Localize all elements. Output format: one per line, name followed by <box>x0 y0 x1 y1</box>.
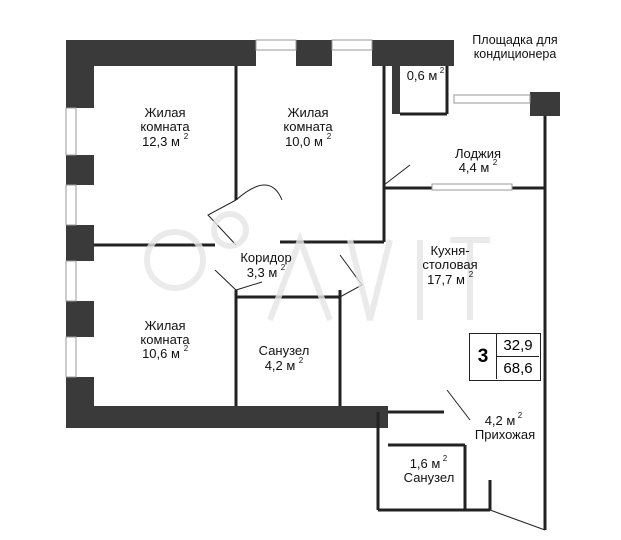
svg-text:комната: комната <box>283 119 333 134</box>
total-area: 68,6 <box>503 359 533 377</box>
room-count: 3 <box>470 334 497 379</box>
svg-text:столовая: столовая <box>422 257 477 272</box>
svg-text:4,2 м: 4,2 м <box>485 413 516 428</box>
svg-text:Жилая: Жилая <box>287 105 328 120</box>
svg-text:2: 2 <box>469 270 474 279</box>
exterior-walls <box>66 40 560 428</box>
ac-label-line2: кондиционера <box>473 47 557 61</box>
room-label-living1: Жилая комната 12,3 м 2 <box>140 105 190 149</box>
svg-text:2: 2 <box>440 66 445 75</box>
svg-text:0,6 м: 0,6 м <box>407 68 438 83</box>
svg-text:комната: комната <box>140 332 190 347</box>
room-label-living2: Жилая комната 10,0 м 2 <box>283 105 333 149</box>
svg-text:10,6 м: 10,6 м <box>142 346 180 361</box>
svg-text:2: 2 <box>443 454 448 463</box>
svg-text:Жилая: Жилая <box>144 105 185 120</box>
svg-text:2: 2 <box>299 356 304 365</box>
svg-text:Санузел: Санузел <box>404 470 455 485</box>
ac-platform-label: Площадка для кондиционера <box>455 33 575 61</box>
svg-text:10,0 м: 10,0 м <box>285 134 323 149</box>
svg-text:2: 2 <box>281 263 286 272</box>
room-label-bathroom: Санузел 4,2 м 2 <box>259 343 310 373</box>
svg-text:Лоджия: Лоджия <box>455 146 501 161</box>
windows <box>65 39 531 378</box>
room-label-ac-platform: 0,6 м 2 <box>407 66 445 83</box>
svg-text:2: 2 <box>327 132 332 141</box>
room-label-kitchen: Кухня- столовая 17,7 м 2 <box>422 243 477 287</box>
svg-text:4,4 м: 4,4 м <box>459 160 490 175</box>
watermark-avito <box>144 211 490 322</box>
apartment-summary: 3 32,9 68,6 <box>469 333 541 381</box>
room-label-loggia: Лоджия 4,4 м 2 <box>455 146 501 175</box>
living-area: 32,9 <box>497 334 539 357</box>
svg-text:2: 2 <box>518 411 523 420</box>
svg-text:комната: комната <box>140 119 190 134</box>
svg-text:2: 2 <box>184 344 189 353</box>
room-label-hallway: 4,2 м 2 Прихожая <box>475 411 535 442</box>
svg-text:3,3 м: 3,3 м <box>247 265 278 280</box>
svg-text:Жилая: Жилая <box>144 318 185 333</box>
svg-text:Кухня-: Кухня- <box>430 243 469 258</box>
svg-text:Коридор: Коридор <box>240 250 291 265</box>
ac-label-line1: Площадка для <box>472 33 558 47</box>
svg-text:4,2 м: 4,2 м <box>265 358 296 373</box>
room-label-wc: 1,6 м 2 Санузел <box>404 454 455 485</box>
svg-text:12,3 м: 12,3 м <box>142 134 180 149</box>
room-label-living3: Жилая комната 10,6 м 2 <box>140 318 190 361</box>
svg-text:Санузел: Санузел <box>259 343 310 358</box>
svg-text:1,6 м: 1,6 м <box>410 456 441 471</box>
svg-text:17,7 м: 17,7 м <box>427 272 465 287</box>
svg-text:Прихожая: Прихожая <box>475 427 535 442</box>
svg-text:2: 2 <box>493 158 498 167</box>
svg-text:2: 2 <box>184 132 189 141</box>
room-label-corridor: Коридор 3,3 м 2 <box>240 250 291 280</box>
